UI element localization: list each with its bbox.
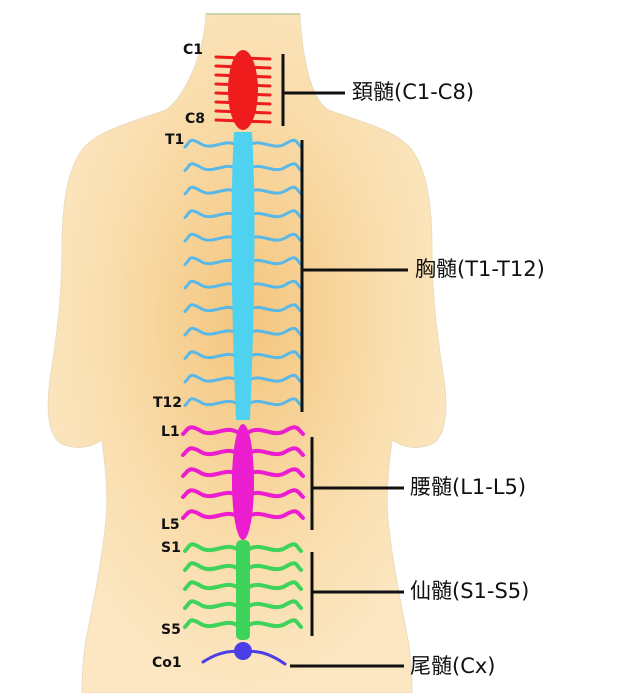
region-sacral: 仙髄(S1-S5) — [410, 581, 529, 602]
label-s5: S5 — [161, 623, 181, 637]
label-l5: L5 — [161, 518, 180, 532]
cord-thoracic — [232, 132, 255, 420]
region-thoracic: 胸髄(T1-T12) — [415, 259, 545, 280]
region-cervical: 頚髄(C1-C8) — [352, 82, 474, 103]
label-l1: L1 — [161, 425, 180, 439]
cord-coccygeal — [234, 642, 252, 660]
label-co1: Co1 — [152, 656, 182, 670]
cord-lumbar — [232, 424, 254, 540]
label-t1: T1 — [165, 133, 184, 147]
label-c1: C1 — [183, 43, 203, 57]
region-lumbar: 腰髄(L1-L5) — [410, 477, 526, 498]
label-c8: C8 — [185, 112, 205, 126]
region-coccygeal: 尾髄(Cx) — [410, 656, 495, 677]
cord-cervical — [228, 50, 258, 130]
label-s1: S1 — [161, 541, 181, 555]
cord-sacral — [236, 540, 250, 640]
label-t12: T12 — [153, 396, 182, 410]
